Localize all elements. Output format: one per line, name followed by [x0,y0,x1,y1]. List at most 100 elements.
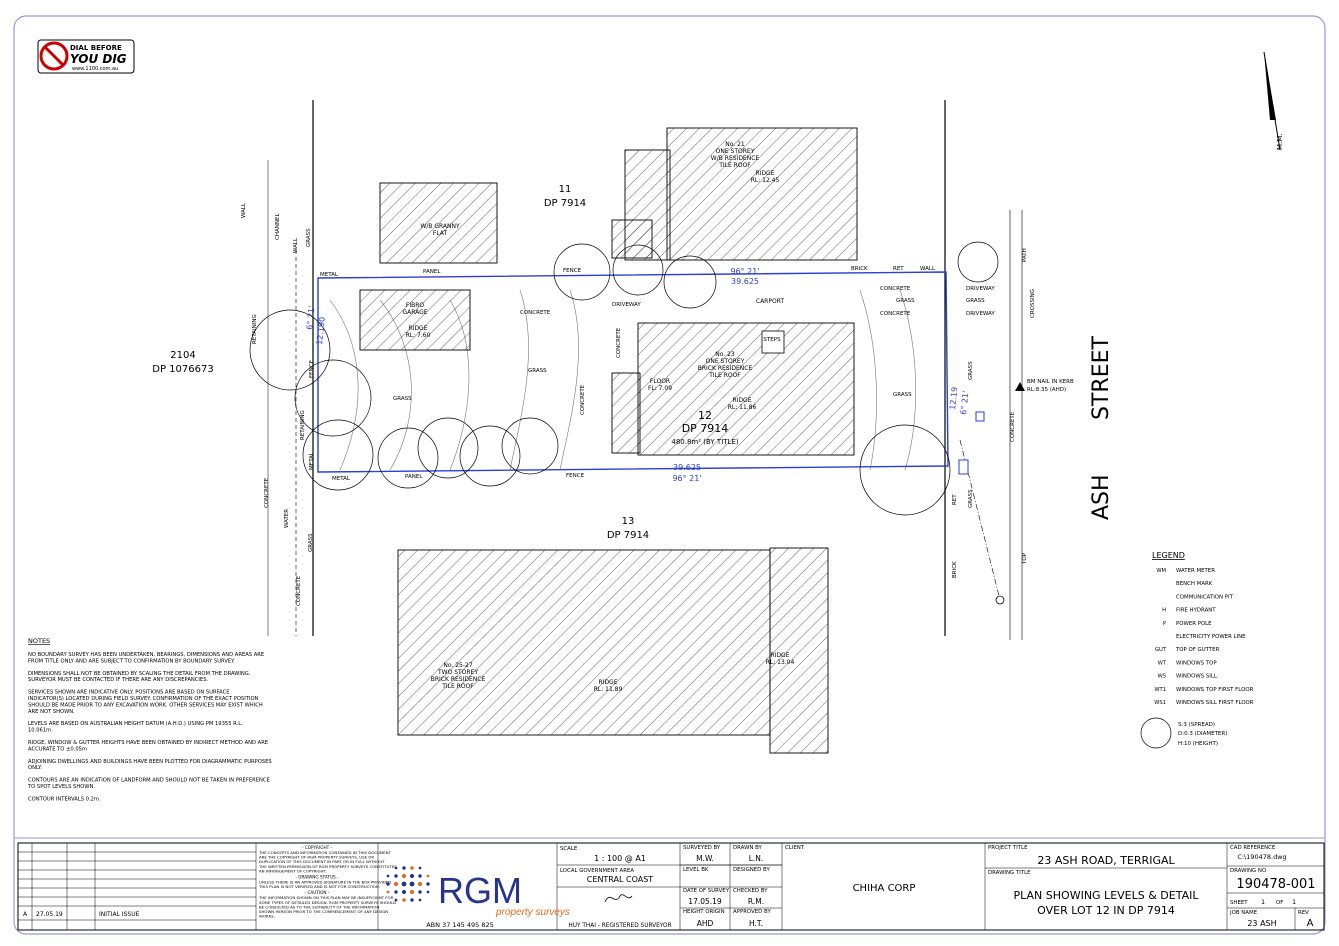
svg-text:12.19: 12.19 [948,386,959,410]
svg-text:BM NAIL IN KERB: BM NAIL IN KERB [1027,379,1074,385]
logo-line2: YOU DIG [70,52,127,66]
svg-text:SCALE: SCALE [560,846,578,852]
legend-symbol: WS [1158,674,1166,680]
legend-label: COMMUNICATION PIT [1176,594,1234,600]
svg-text:CONCRETE: CONCRETE [616,327,622,358]
note-item: CONTOUR INTERVALS 0.2m. [28,796,101,802]
svg-text:No. 23: No. 23 [715,351,735,358]
revision-date: 27.05.19 [36,911,63,918]
svg-text:H.T.: H.T. [749,919,763,928]
svg-text:L.N.: L.N. [749,854,764,863]
rgm-logo-dot [386,882,390,886]
drawing-title-2: OVER LOT 12 IN DP 7914 [1037,904,1175,917]
copyright-text: SOME TYPES OF DETAILED DESIGN. RGM PROPE… [259,900,396,905]
rgm-logo-dot [417,881,423,887]
svg-text:DESIGNED BY: DESIGNED BY [733,867,770,873]
svg-text:BRICK RESIDENCE: BRICK RESIDENCE [431,676,486,683]
svg-text:39.625: 39.625 [673,463,701,472]
svg-text:BRICK RESIDENCE: BRICK RESIDENCE [698,365,753,372]
revision-rev: A [23,911,28,918]
svg-text:RETAINING: RETAINING [300,410,306,440]
svg-text:PROJECT TITLE: PROJECT TITLE [988,845,1028,851]
svg-text:CONCRETE: CONCRETE [580,384,586,415]
rgm-logo-dot [410,866,414,870]
rgm-logo-dot [394,866,398,870]
svg-text:SHEET: SHEET [1230,900,1248,906]
copyright-text: THE WRITTEN PERMISSION OF RGM PROPERTY S… [258,864,397,869]
svg-text:GRASS: GRASS [966,298,985,304]
legend-symbol: WS1 [1154,700,1166,706]
svg-text:PATH: PATH [1022,248,1028,262]
steps-label: STEPS [763,337,781,343]
svg-text:CONCRETE: CONCRETE [296,575,302,606]
lga-value: CENTRAL COAST [587,875,654,884]
rgm-logo-dot [426,874,430,878]
rgm-logo-dot [409,881,415,887]
dial-before-you-dig-logo: DIAL BEFORE YOU DIG www.1100.com.au [37,39,135,74]
svg-text:S:3 (SPREAD): S:3 (SPREAD) [1178,722,1215,728]
svg-text:TILE ROOF: TILE ROOF [441,683,474,690]
svg-text:CONCRETE: CONCRETE [880,311,911,317]
note-item: RIDGE, WINDOW & GUTTER HEIGHTS HAVE BEEN… [28,740,268,752]
rgm-logo: RGM property surveys ABN 37 145 495 825 [386,866,570,929]
rgm-logo-dot [426,882,430,886]
svg-text:JOB NAME: JOB NAME [1229,910,1258,916]
svg-text:GRASS: GRASS [528,368,547,374]
svg-text:CONCRETE: CONCRETE [880,286,911,292]
copyright-heading: - CAUTION - [305,890,330,895]
svg-text:RL: 13.04: RL: 13.04 [766,659,795,666]
copyright-text: THE INFORMATION SHOWN ON THIS PLAN MAY B… [258,895,394,900]
copyright-text: UNLESS THERE IS AN APPROVED SIGNATURE IN… [259,880,391,885]
revision-desc: INITIAL ISSUE [99,911,140,918]
boundary-dimensions: 96° 21' 39.625 39.625 96° 21' 6° 21' 12.… [305,267,970,483]
plan-labels: WALL CHANNEL WALL GRASS METAL PANEL FENC… [241,202,1036,606]
svg-text:WALL: WALL [293,237,299,253]
legend-symbol: WT1 [1154,687,1166,693]
company-abn: ABN 37 145 495 825 [426,921,494,929]
svg-text:DATE OF SURVEY: DATE OF SURVEY [683,888,730,894]
rgm-logo-dot [386,874,390,878]
svg-text:RET: RET [952,494,958,505]
legend-label: WATER METER [1176,568,1215,574]
svg-text:GRASS: GRASS [893,392,912,398]
project-title: 23 ASH ROAD, TERRIGAL [1037,854,1175,867]
rgm-logo-dot [393,881,399,887]
svg-text:FENCE: FENCE [309,359,315,378]
svg-text:DRIVEWAY: DRIVEWAY [966,286,995,292]
svg-text:H:10 (HEIGHT): H:10 (HEIGHT) [1178,741,1218,747]
svg-text:CLIENT: CLIENT [785,845,805,851]
svg-text:LOCAL GOVERNMENT AREA: LOCAL GOVERNMENT AREA [560,868,634,874]
svg-text:CAD REFERENCE: CAD REFERENCE [1230,845,1276,851]
rgm-logo-dot [426,890,430,894]
logo-line3: www.1100.com.au [72,66,118,72]
svg-text:No. 21: No. 21 [725,141,745,148]
svg-text:TOP: TOP [1022,552,1028,565]
legend-symbol: H [1162,608,1166,614]
legend-label: WINDOWS TOP [1176,660,1217,666]
legend-label: ELECTRICITY POWER LINE [1176,634,1246,640]
rgm-logo-dot [386,890,390,894]
svg-text:METAL: METAL [320,272,339,278]
rgm-logo-dot [418,874,422,878]
svg-text:RL: 12.45: RL: 12.45 [751,177,780,184]
north-arrow-icon: M.M. [1263,51,1284,151]
svg-text:W/B GRANNY: W/B GRANNY [420,223,460,230]
notes-section: NOTES NO BOUNDARY SURVEY HAS BEEN UNDERT… [27,637,272,802]
lot2104-dp: DP 1076673 [152,364,213,375]
legend-label: WINDOWS TOP FIRST FLOOR [1176,687,1254,693]
street-name-ash: ASH [1089,474,1114,520]
svg-text:BRICK: BRICK [952,561,958,578]
svg-text:METAL: METAL [332,476,351,482]
street-name-street: STREET [1089,336,1114,420]
legend-heading: LEGEND [1152,551,1185,560]
svg-text:GRASS: GRASS [968,489,974,508]
lot12-number: 12 [698,409,712,422]
rgm-logo-dot [409,889,415,895]
svg-text:RIDGE: RIDGE [733,397,752,404]
note-item: DIMENSIONS SHALL NOT BE OBTAINED BY SCAL… [28,671,251,683]
svg-text:SURVEYED BY: SURVEYED BY [683,845,721,851]
water-meter-icon [958,459,969,475]
note-item: CONTOURS ARE AN INDICATION OF LANDFORM A… [27,778,270,790]
